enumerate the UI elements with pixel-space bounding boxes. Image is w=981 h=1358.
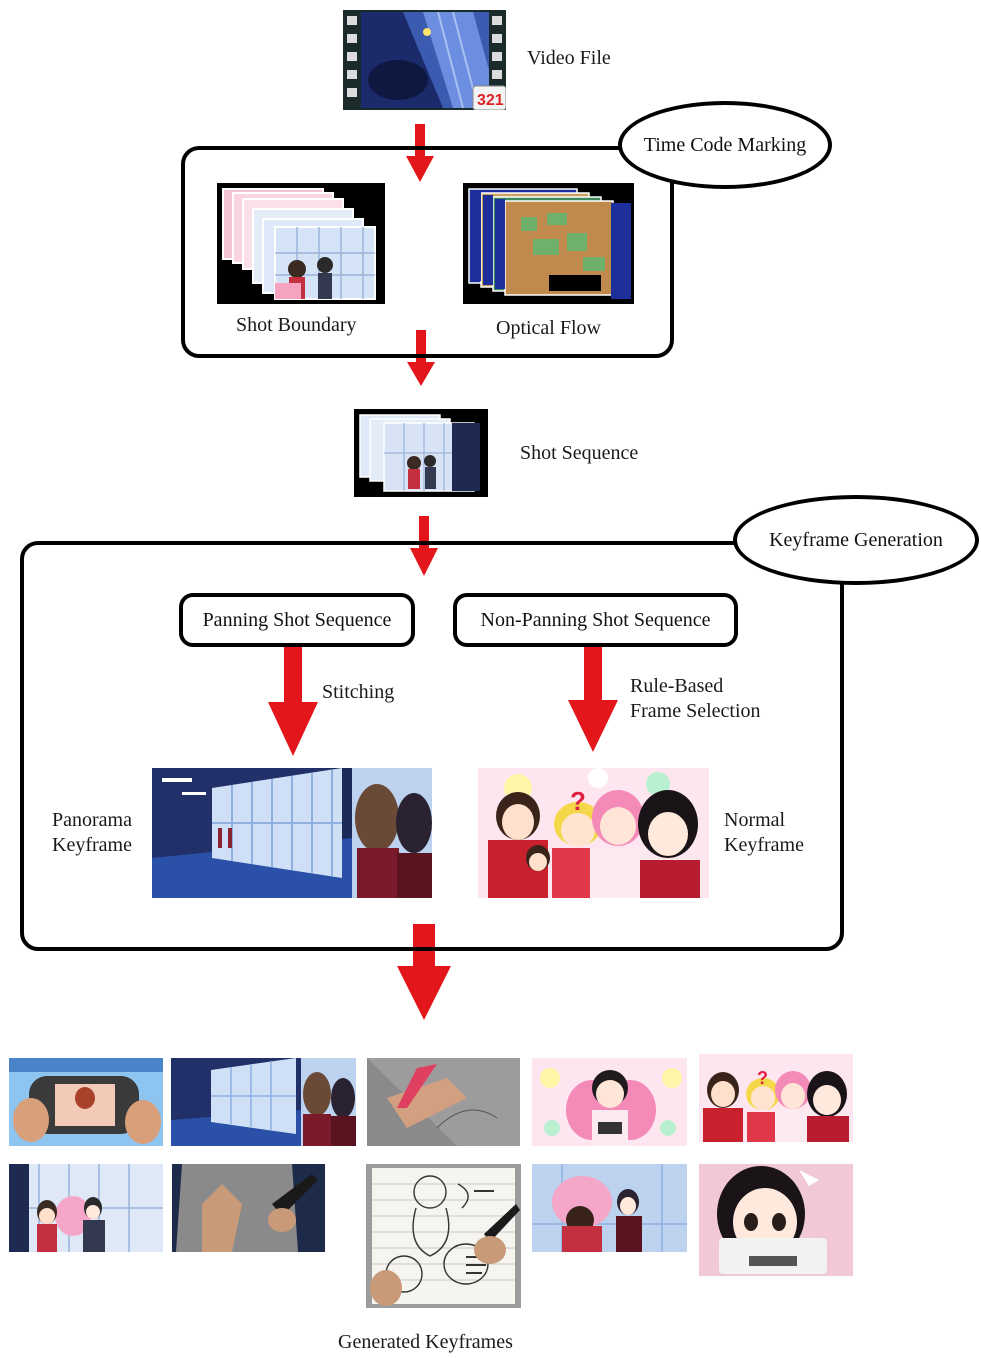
- svg-text:?: ?: [570, 786, 586, 816]
- normal-keyframe-label-line2: Keyframe: [724, 834, 804, 856]
- generated-keyframe-3: [367, 1058, 520, 1146]
- normal-keyframe-label-line1: Normal: [724, 809, 786, 831]
- svg-text:?: ?: [757, 1068, 768, 1088]
- rule-based-label-line1: Rule-Based: [630, 675, 724, 697]
- normal-keyframe-image: ?: [478, 768, 709, 898]
- svg-text:321: 321: [477, 92, 504, 109]
- non-panning-shot-sequence-label: Non-Panning Shot Sequence: [480, 608, 711, 631]
- shot-boundary-thumbnail: [217, 183, 385, 304]
- generated-keyframe-9: [532, 1164, 687, 1252]
- video-file-icon: 321: [343, 10, 506, 110]
- shot-sequence-label: Shot Sequence: [520, 442, 639, 464]
- generated-keyframes-label: Generated Keyframes: [338, 1331, 513, 1353]
- panning-shot-sequence-label: Panning Shot Sequence: [202, 608, 392, 631]
- generated-keyframe-1: [9, 1058, 163, 1146]
- generated-keyframe-2: [171, 1058, 356, 1146]
- panorama-keyframe-label-line1: Panorama: [52, 809, 132, 831]
- preprocessing-group: [181, 146, 674, 358]
- generated-keyframe-8: [366, 1164, 521, 1308]
- keyframe-generation-group: [20, 541, 844, 951]
- optical-flow-thumbnail: [463, 183, 634, 304]
- time-code-marking-label: Time Code Marking: [643, 133, 807, 156]
- optical-flow-label: Optical Flow: [496, 317, 601, 339]
- panning-shot-sequence-node: Panning Shot Sequence: [179, 593, 415, 647]
- keyframe-generation-label: Keyframe Generation: [769, 528, 943, 551]
- generated-keyframe-10: [699, 1164, 853, 1276]
- time-code-marking-node: Time Code Marking: [618, 101, 832, 189]
- keyframe-generation-node: Keyframe Generation: [733, 495, 979, 585]
- shot-boundary-label: Shot Boundary: [236, 314, 357, 336]
- generated-keyframe-4: [532, 1058, 687, 1146]
- generated-keyframe-5: ?: [699, 1054, 853, 1142]
- panorama-keyframe-label-line2: Keyframe: [52, 834, 132, 856]
- generated-keyframe-7: [172, 1164, 325, 1252]
- rule-based-label-line2: Frame Selection: [630, 700, 761, 722]
- stitching-label: Stitching: [322, 681, 395, 703]
- generated-keyframe-6: [9, 1164, 163, 1252]
- panorama-keyframe-image: [152, 768, 432, 898]
- non-panning-shot-sequence-node: Non-Panning Shot Sequence: [453, 593, 738, 647]
- video-file-label: Video File: [527, 47, 611, 69]
- shot-sequence-thumbnail: [354, 409, 488, 497]
